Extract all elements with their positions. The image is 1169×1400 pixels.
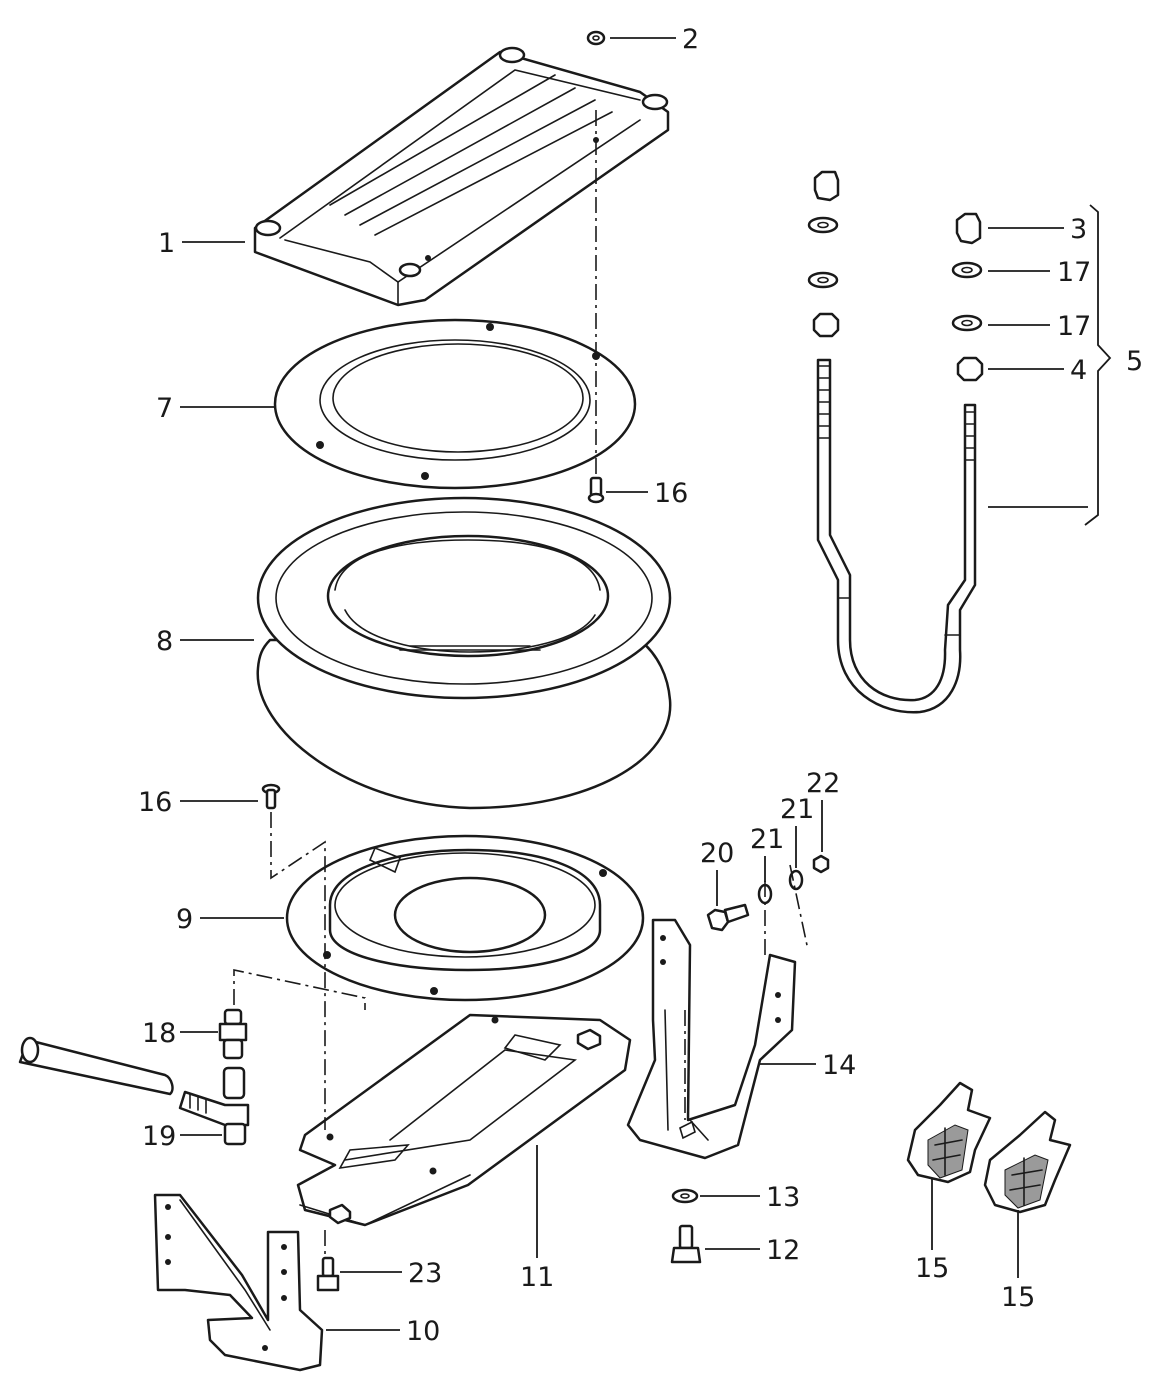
callout-2: 2 <box>682 24 699 55</box>
callout-9: 9 <box>176 904 193 935</box>
bracket-right <box>626 918 797 1160</box>
callout-14: 14 <box>822 1050 856 1081</box>
buffer-pad-left <box>906 1081 992 1184</box>
bolt-part-20 <box>706 903 750 932</box>
callout-12: 12 <box>766 1235 800 1266</box>
buffer-pad-right <box>983 1110 1072 1214</box>
callout-16a: 16 <box>654 478 688 509</box>
callout-21a: 21 <box>780 794 814 825</box>
bolt-part-16-upper <box>587 476 605 504</box>
callout-labels: 2 1 3 17 17 4 5 7 16 8 16 22 21 21 20 9 … <box>138 24 1143 1347</box>
callout-22: 22 <box>806 768 840 799</box>
callout-19: 19 <box>142 1121 176 1152</box>
nut-part-2 <box>586 30 606 46</box>
top-plate <box>253 46 670 307</box>
callout-7: 7 <box>156 393 173 424</box>
bolt-part-23 <box>316 1256 340 1292</box>
washer-part-13 <box>671 1188 699 1204</box>
callout-16b: 16 <box>138 787 172 818</box>
mounting-plate <box>296 1013 632 1227</box>
nut-part-22 <box>812 854 830 874</box>
callout-20: 20 <box>700 838 734 869</box>
callout-17b: 17 <box>1057 311 1091 342</box>
assembly-centerlines <box>233 110 809 1255</box>
callout-15a: 15 <box>915 1253 949 1284</box>
callout-18: 18 <box>142 1018 176 1049</box>
callout-4: 4 <box>1070 355 1087 386</box>
callout-21b: 21 <box>750 824 784 855</box>
callout-8: 8 <box>156 626 173 657</box>
callout-11: 11 <box>520 1262 554 1293</box>
callout-15b: 15 <box>1001 1282 1035 1313</box>
callout-1: 1 <box>158 228 175 259</box>
air-bellows <box>256 496 672 810</box>
bolt-part-16-lower <box>261 783 281 810</box>
elbow-fitting-part-19 <box>18 1036 250 1146</box>
callout-5: 5 <box>1126 346 1143 377</box>
u-bolt-assembly <box>807 170 1112 714</box>
callout-17a: 17 <box>1057 257 1091 288</box>
callout-13: 13 <box>766 1182 800 1213</box>
callout-23: 23 <box>408 1258 442 1289</box>
bolt-part-12 <box>670 1224 702 1264</box>
callout-10: 10 <box>406 1316 440 1347</box>
bracket-left <box>153 1193 324 1372</box>
callout-3: 3 <box>1070 214 1087 245</box>
upper-ring-plate <box>273 318 637 490</box>
fitting-part-18 <box>218 1008 248 1060</box>
leader-lines <box>180 37 1088 1331</box>
lower-piston-plate <box>285 834 645 1002</box>
